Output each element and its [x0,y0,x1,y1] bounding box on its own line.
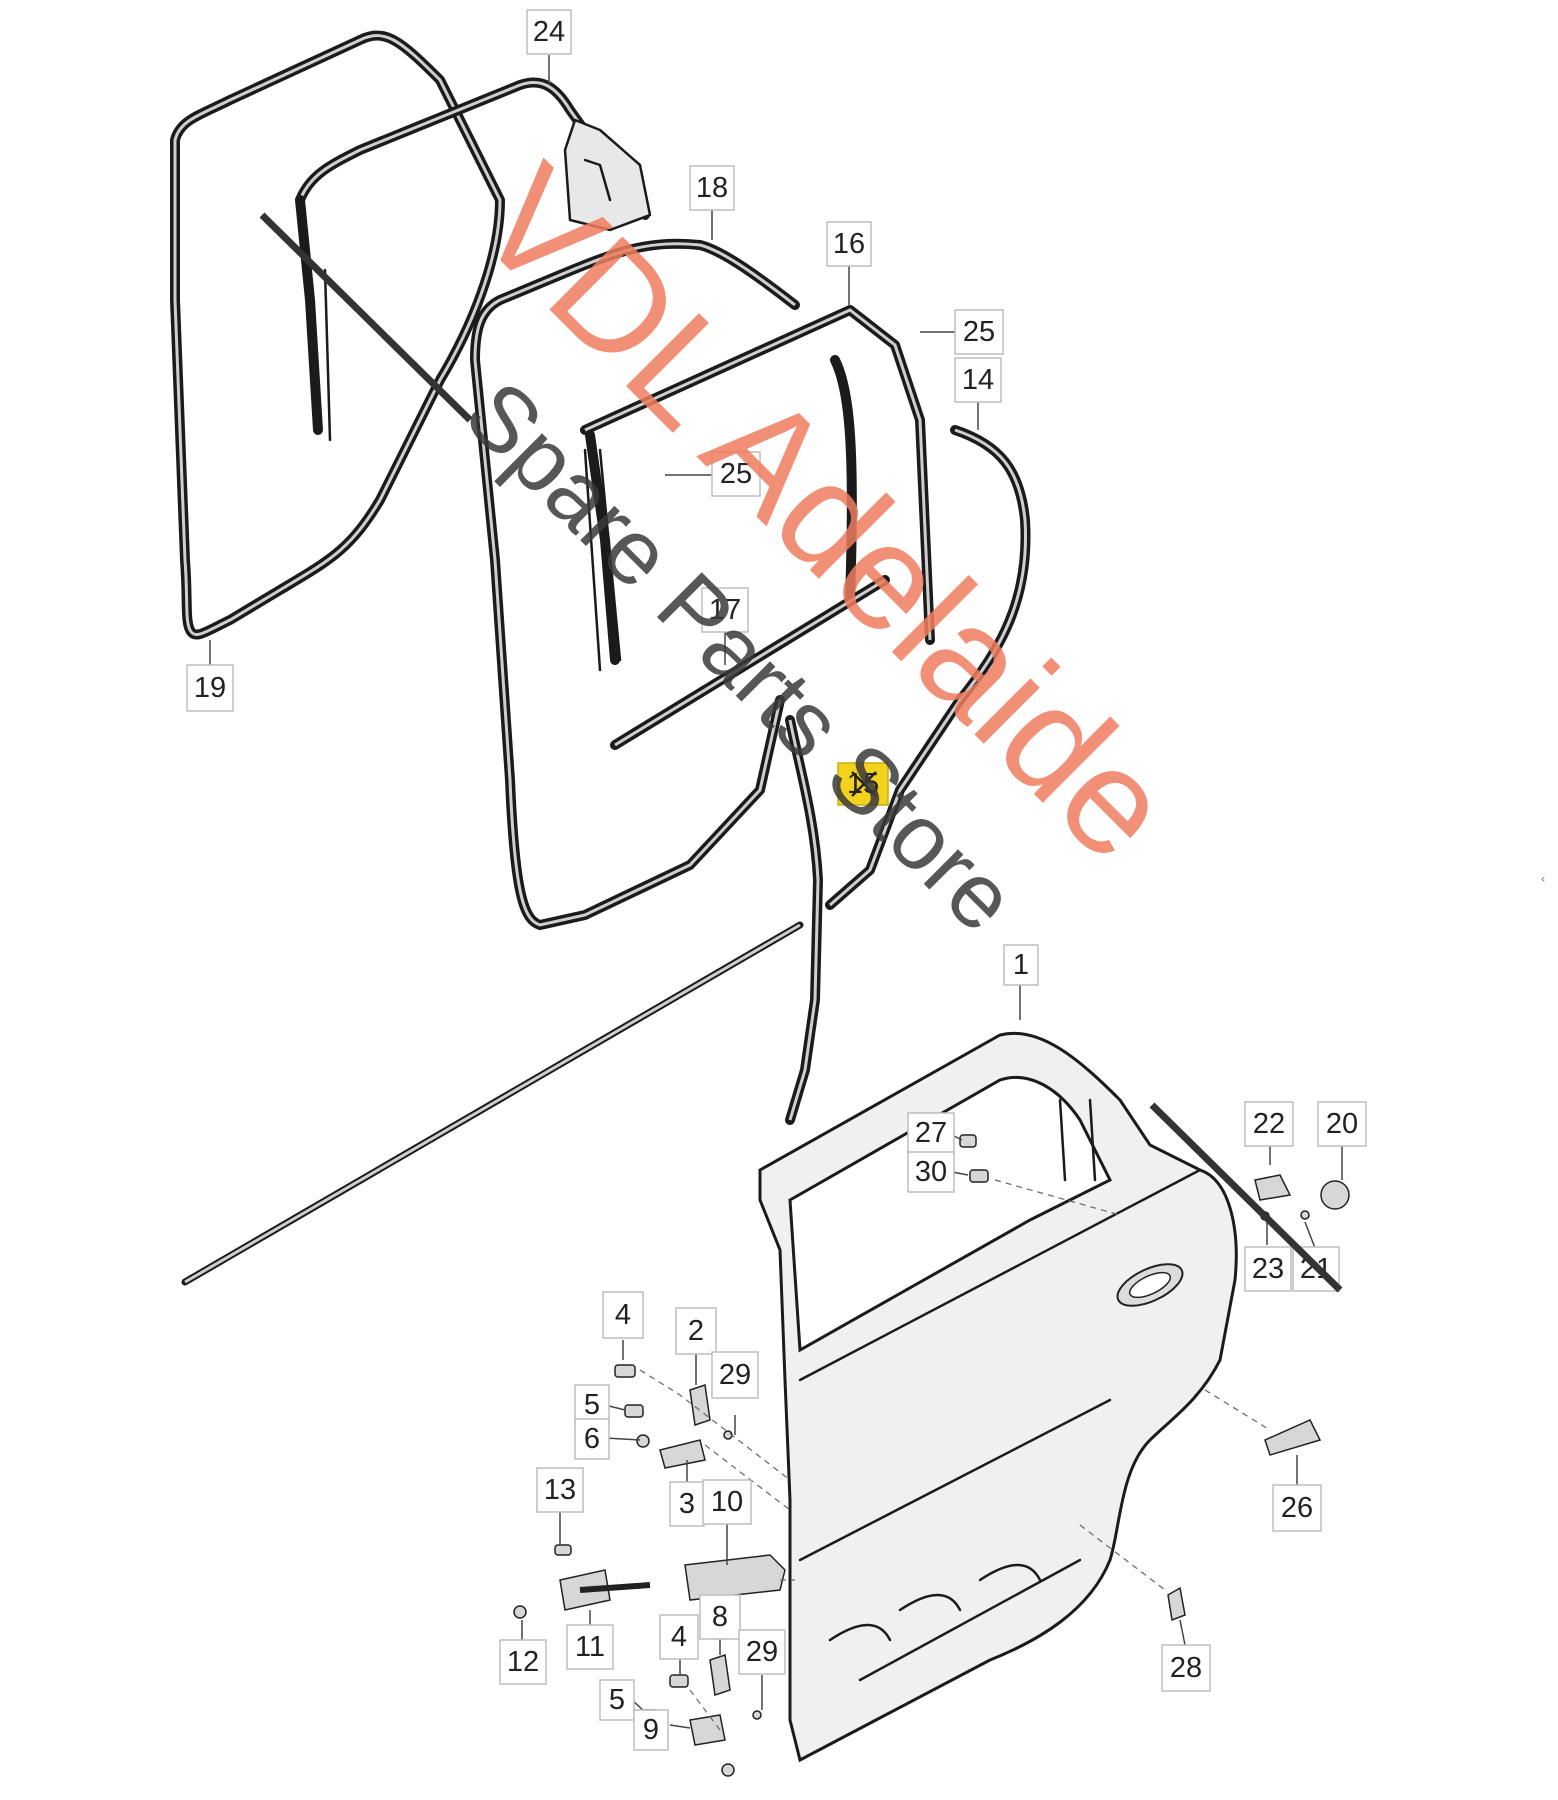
callout-1: 1 [1003,944,1039,986]
callout-label: 12 [507,1646,539,1678]
callout-17: 17 [701,587,749,633]
callout-label: 17 [709,594,741,626]
callout-10: 10 [702,1479,752,1525]
callout-25-mid: 25 [711,451,761,497]
vertical-seal-15 [785,715,823,1125]
callout-27: 27 [907,1112,955,1154]
callout-19: 19 [186,664,234,712]
callout-6: 6 [574,1418,610,1460]
door-seal-19 [170,30,505,640]
callout-12: 12 [499,1639,547,1685]
callout-label: 19 [194,672,226,704]
callout-5-bottom: 5 [599,1679,635,1721]
callout-label: 10 [711,1486,743,1518]
callout-label: 22 [1253,1108,1285,1140]
callout-label: 5 [584,1389,600,1421]
chevron-left-icon: ‹ [1540,872,1546,886]
callout-13: 13 [536,1467,584,1513]
callout-9: 9 [633,1709,669,1751]
callout-label: 8 [712,1601,728,1633]
callouts: 24 18 16 25 25 14 17 19 15 1 22 20 27 30… [186,9,1367,1751]
callout-16: 16 [826,221,872,267]
callout-label: 3 [679,1488,695,1520]
callout-label: 5 [609,1684,625,1716]
callout-label: 28 [1170,1652,1202,1684]
seal-strip-14 [825,425,1031,910]
leader-lines [209,55,1343,1729]
callout-label: 24 [533,16,565,48]
callout-label: 25 [963,316,995,348]
callout-14: 14 [954,357,1002,403]
callout-label: 16 [833,228,865,260]
callout-18: 18 [689,165,735,211]
callout-label: 30 [915,1156,947,1188]
callout-label: 14 [962,364,994,396]
callout-label: 27 [915,1117,947,1149]
callout-label: 29 [746,1636,778,1668]
callout-label: 25 [720,458,752,490]
window-channel-16 [580,305,935,672]
callout-label: 4 [671,1621,687,1653]
watermark-slash-top [259,212,473,423]
window-seal-24 [295,77,652,442]
outer-belt-moulding [181,921,804,1286]
callout-2: 2 [675,1307,717,1355]
callout-28: 28 [1161,1644,1211,1692]
callout-11: 11 [566,1624,614,1670]
watermark: VDL Adelaide Spare Parts Store [259,134,1343,1293]
callout-15-highlighted[interactable]: 15 [837,762,889,806]
callout-label: 4 [615,1299,631,1331]
callout-26: 26 [1272,1484,1322,1532]
callout-24: 24 [526,9,572,55]
callout-25-top: 25 [954,309,1004,355]
callout-label: 18 [696,172,728,204]
callout-label: 11 [575,1631,605,1663]
callout-label: 6 [584,1423,600,1455]
belt-strip-17 [610,575,890,750]
callout-4-bottom: 4 [659,1614,699,1660]
callout-label: 26 [1281,1492,1313,1524]
door-shell-1 [758,1031,1238,1763]
callout-3: 3 [669,1481,705,1527]
callout-20: 20 [1317,1101,1367,1147]
callout-8: 8 [699,1594,741,1640]
callout-29-top: 29 [711,1351,759,1399]
callout-4-top: 4 [602,1291,644,1339]
assembly-lines [639,1179,1271,1731]
callout-label: 9 [643,1714,659,1746]
callout-label: 29 [719,1359,751,1391]
callout-label: 13 [544,1474,576,1506]
callout-label: 20 [1326,1108,1358,1140]
callout-label: 23 [1252,1253,1284,1285]
sidebar-toggle-button[interactable]: ‹ [1528,864,1558,894]
callout-30: 30 [907,1151,955,1193]
callout-23: 23 [1244,1246,1292,1292]
door-seal-18 [470,238,800,930]
callout-label: 1 [1013,949,1029,981]
callout-label: 2 [688,1315,704,1347]
callout-22: 22 [1244,1101,1294,1147]
watermark-slash-bottom [1149,1102,1343,1293]
callout-29-bottom: 29 [738,1629,786,1675]
